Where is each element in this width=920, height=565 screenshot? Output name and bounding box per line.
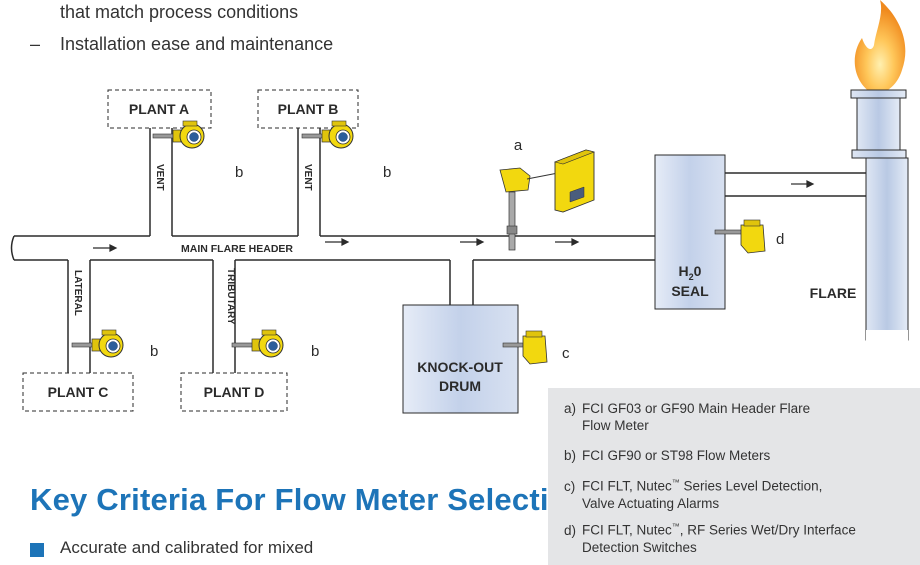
vent-label-b: VENT [302, 164, 313, 191]
bullet-1-text: Accurate and calibrated for mixed [60, 538, 314, 557]
seal-to-flare-pipe [725, 172, 866, 197]
drum-label-line1: KNOCK-OUT [417, 359, 503, 375]
legend-item-c: c)FCI FLT, Nutec™ Series Level Detection… [564, 478, 823, 511]
plant-b-label: PLANT B [278, 101, 339, 117]
flow-meter-icon-plant-d [231, 329, 284, 358]
flow-arrows [93, 180, 815, 252]
vent-pipe-a [149, 128, 173, 236]
flame-icon [854, 0, 906, 92]
main-flare-header-label: MAIN FLARE HEADER [181, 243, 293, 255]
plant-a-label: PLANT A [129, 101, 189, 117]
legend-item-b: b)FCI GF90 or ST98 Flow Meters [564, 448, 771, 463]
plant-c-box [22, 372, 134, 412]
plant-d-box [180, 372, 288, 412]
flow-meter-icon-plant-a [152, 120, 205, 149]
tributary-label: TRIBUTARY [225, 268, 236, 325]
drum-label-line2: DRUM [439, 378, 481, 394]
knock-out-drum [402, 304, 519, 414]
lateral-pipe [67, 260, 91, 373]
plant-d-label: PLANT D [204, 384, 265, 400]
marker-b-plant-b: b [383, 164, 391, 181]
bullet-square-icon [30, 543, 44, 557]
marker-a: a [514, 137, 523, 154]
h2o-seal-vessel [654, 154, 726, 310]
interface-switch-icon-d [714, 219, 766, 254]
intro-line-1: that match process conditions [60, 2, 299, 22]
vent-pipe-b [297, 128, 321, 236]
vent-label-a: VENT [154, 164, 165, 191]
marker-d: d [776, 231, 784, 248]
flare-label: FLARE [810, 285, 857, 301]
level-switch-icon-c [502, 330, 548, 365]
main-header-flow-meter-icon [499, 149, 595, 251]
legend-item-d: d)FCI FLT, Nutec™, RF Series Wet/Dry Int… [564, 522, 856, 555]
intro-line-2: Installation ease and maintenance [60, 34, 334, 54]
marker-c: c [562, 345, 570, 362]
flow-meter-icon-plant-c [71, 329, 124, 358]
seal-label-line2: SEAL [671, 283, 709, 299]
tributary-pipe [212, 260, 236, 373]
flare-stack [850, 89, 909, 344]
main-flare-header-pipe [10, 235, 655, 261]
plant-c-label: PLANT C [48, 384, 109, 400]
intro-dash: – [30, 34, 41, 54]
legend-box: a)FCI GF03 or GF90 Main Header Flare Flo… [548, 388, 920, 565]
lateral-label: LATERAL [72, 270, 83, 316]
drum-connector-pipe [449, 260, 474, 305]
section-title: Key Criteria For Flow Meter Selection [30, 482, 587, 517]
flow-meter-icon-plant-b [301, 120, 354, 149]
seal-label-line1: H20 [679, 263, 702, 282]
marker-b-plant-a: b [235, 164, 243, 181]
marker-b-plant-d: b [311, 343, 319, 360]
legend-item-a: a)FCI GF03 or GF90 Main Header Flare Flo… [564, 401, 811, 433]
marker-b-plant-c: b [150, 343, 158, 360]
